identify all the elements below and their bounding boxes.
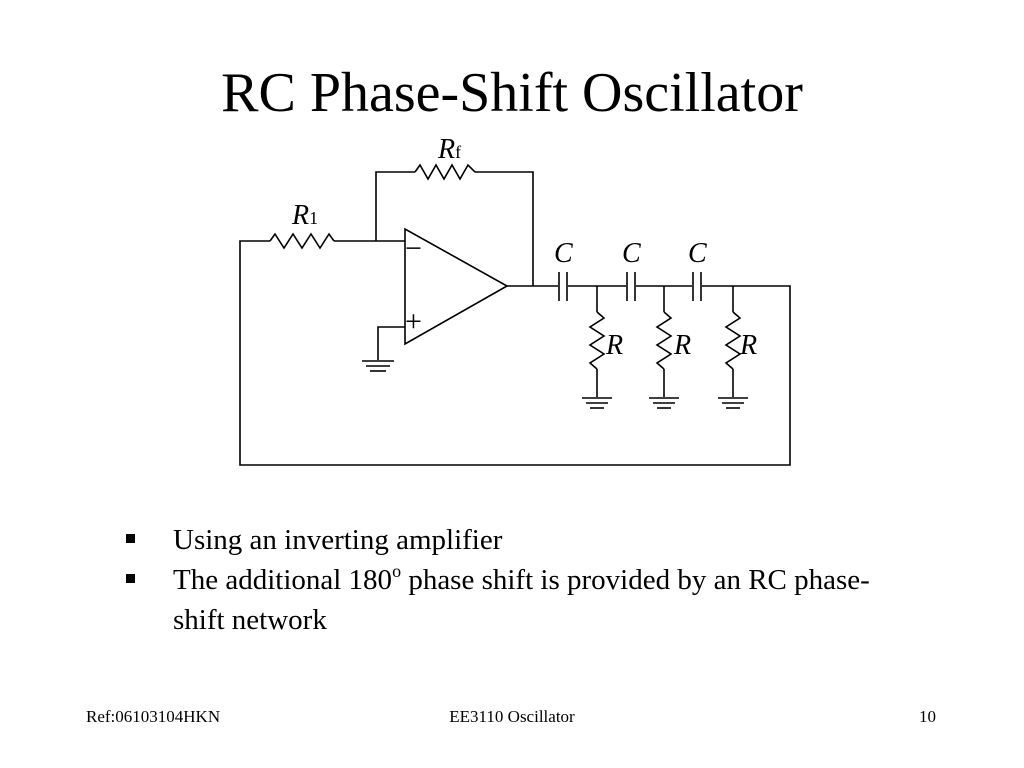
- capacitor-3: [692, 272, 702, 301]
- shunt-resistor-2: [655, 286, 673, 397]
- shunt-resistor-1: [588, 286, 606, 397]
- capacitor-2: [626, 272, 636, 301]
- opamp-minus-symbol: −: [405, 232, 422, 265]
- ground-symbol-3: [718, 397, 748, 409]
- shunt-resistor-3: [724, 286, 742, 397]
- footer-reference: Ref:06103104HKN: [86, 707, 221, 726]
- ground-symbol-opamp: [362, 360, 394, 372]
- bullet-list: Using an inverting amplifier The additio…: [120, 520, 920, 640]
- capacitor-2-label: C: [622, 238, 641, 269]
- shunt-resistor-3-label: R: [739, 330, 757, 361]
- footer-course: EE3110 Oscillator: [449, 707, 575, 726]
- r1-label: R1: [291, 200, 318, 231]
- noninverting-wire: [377, 326, 405, 360]
- rf-resistor: [414, 163, 476, 181]
- opamp-triangle: [404, 227, 509, 346]
- ground-symbol-2: [649, 397, 679, 409]
- ground-symbol-1: [582, 397, 612, 409]
- capacitor-1-label: C: [554, 238, 573, 269]
- rf-label: Rf: [437, 134, 461, 165]
- feedback-wire: [239, 240, 791, 466]
- slide-title: RC Phase-Shift Oscillator: [221, 62, 803, 124]
- shunt-resistor-1-label: R: [605, 330, 623, 361]
- opamp-plus-symbol: +: [405, 305, 422, 338]
- bullet-item: Using an inverting amplifier: [120, 520, 920, 560]
- rf-wire-left: [375, 171, 415, 241]
- degree-superscript: o: [392, 561, 402, 581]
- r1-resistor: [269, 232, 335, 250]
- rf-wire-right: [475, 171, 534, 286]
- capacitor-3-label: C: [688, 238, 707, 269]
- footer-page-number: 10: [919, 707, 936, 726]
- bullet-item: The additional 180o phase shift is provi…: [120, 560, 920, 640]
- capacitor-1: [558, 272, 568, 301]
- shunt-resistor-2-label: R: [673, 330, 691, 361]
